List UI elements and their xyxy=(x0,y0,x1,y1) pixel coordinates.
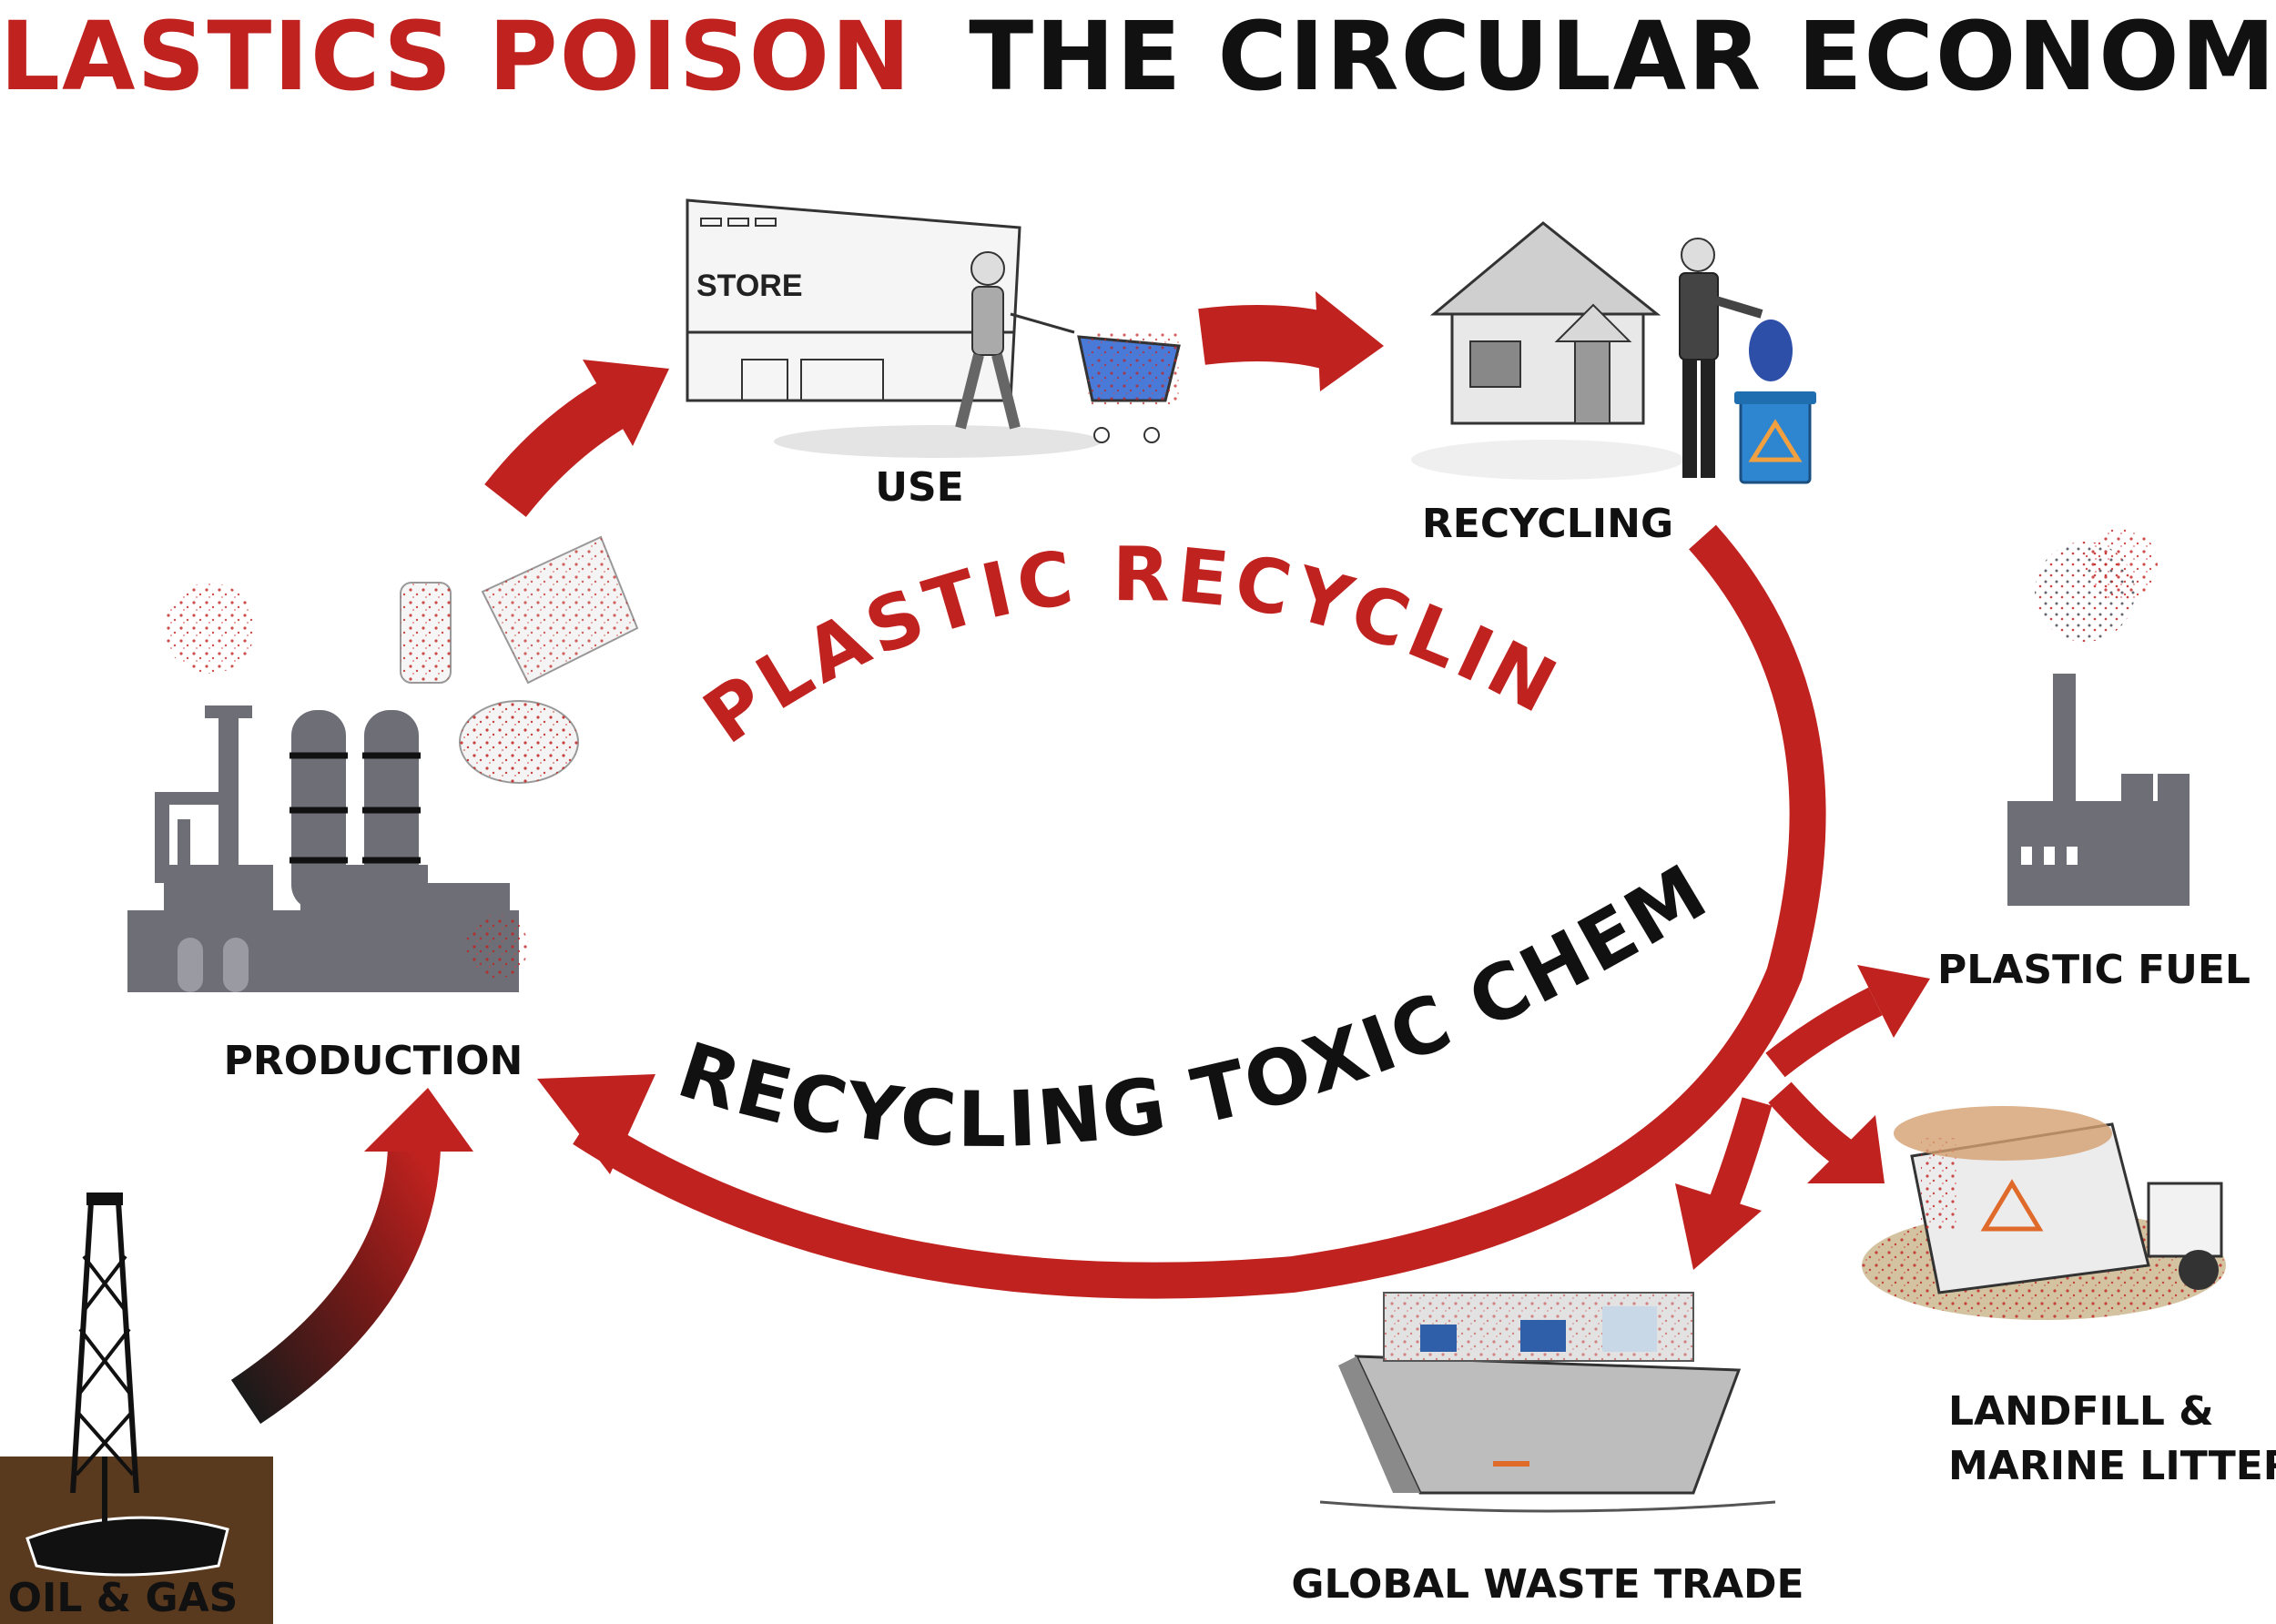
arrow-head-to-landfill xyxy=(1807,1115,1885,1183)
arrow-recycling-loop xyxy=(573,524,1826,1299)
woman-with-trash-icon xyxy=(1679,238,1793,478)
landfill-label-line-1: LANDFILL & xyxy=(1948,1388,2214,1435)
page-title: PLASTICS POISON THE CIRCULAR ECONOMY xyxy=(0,1,2276,112)
smokestack-icon xyxy=(2007,528,2190,906)
arrow-head-to-production-from-oil xyxy=(364,1088,473,1152)
store-sign: STORE xyxy=(696,269,803,303)
factory-icon xyxy=(127,705,528,992)
cargo-ship-icon xyxy=(1319,1292,1776,1513)
house-icon xyxy=(1411,221,1684,480)
production-label: PRODUCTION xyxy=(224,1038,523,1084)
arrow-to-plastic-fuel xyxy=(1765,987,1883,1078)
arrow-oil-to-production xyxy=(230,1145,441,1425)
arrow-use-to-recycling xyxy=(1198,305,1336,370)
use-label: USE xyxy=(875,464,963,511)
store-icon: STORE xyxy=(686,198,1102,458)
title-black-part: THE CIRCULAR ECONOMY xyxy=(969,1,2276,112)
arrow-to-landfill xyxy=(1768,1081,1857,1170)
shopper-icon xyxy=(955,251,1181,443)
oil-rig-icon xyxy=(0,1193,273,1624)
recycling-label: RECYCLING xyxy=(1422,501,1673,547)
dump-truck-icon xyxy=(1862,1106,2226,1320)
recycle-bin-icon xyxy=(1734,391,1816,484)
landfill-label-line-2: MARINE LITTER xyxy=(1948,1443,2276,1489)
title-red-part: PLASTICS POISON xyxy=(0,1,912,112)
arrow-to-waste-trade xyxy=(1706,1097,1773,1217)
global-waste-trade-label: GLOBAL WASTE TRADE xyxy=(1291,1561,1804,1608)
plastic-products-icon xyxy=(164,535,639,784)
arrow-head-to-use xyxy=(583,360,669,446)
arrow-head-to-recycling xyxy=(1316,291,1384,391)
arrow-production-to-use xyxy=(484,377,633,518)
arrow-head-to-plastic-fuel xyxy=(1857,965,1930,1038)
arrow-head-to-waste-trade xyxy=(1675,1183,1762,1270)
arrow-head-to-production xyxy=(537,1074,655,1174)
plastic-fuel-label: PLASTIC FUEL xyxy=(1937,947,2251,993)
oil-gas-label: OIL & GAS xyxy=(8,1575,239,1621)
